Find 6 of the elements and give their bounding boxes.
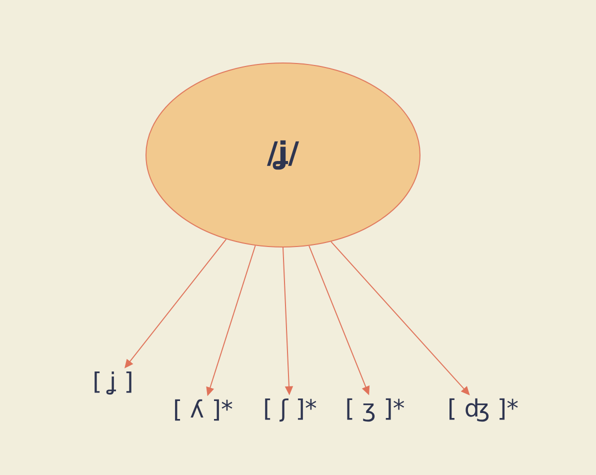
allophone-label: [ ʒ ]* bbox=[347, 398, 404, 422]
arrow bbox=[330, 241, 470, 396]
allophone-label: [ ʃ ]* bbox=[265, 398, 316, 422]
allophone-label: [ ʎ ]* bbox=[175, 399, 232, 421]
allophone-label: [ ʤ ]* bbox=[450, 398, 518, 422]
allophone-label: [ ʝ ] bbox=[94, 371, 132, 395]
